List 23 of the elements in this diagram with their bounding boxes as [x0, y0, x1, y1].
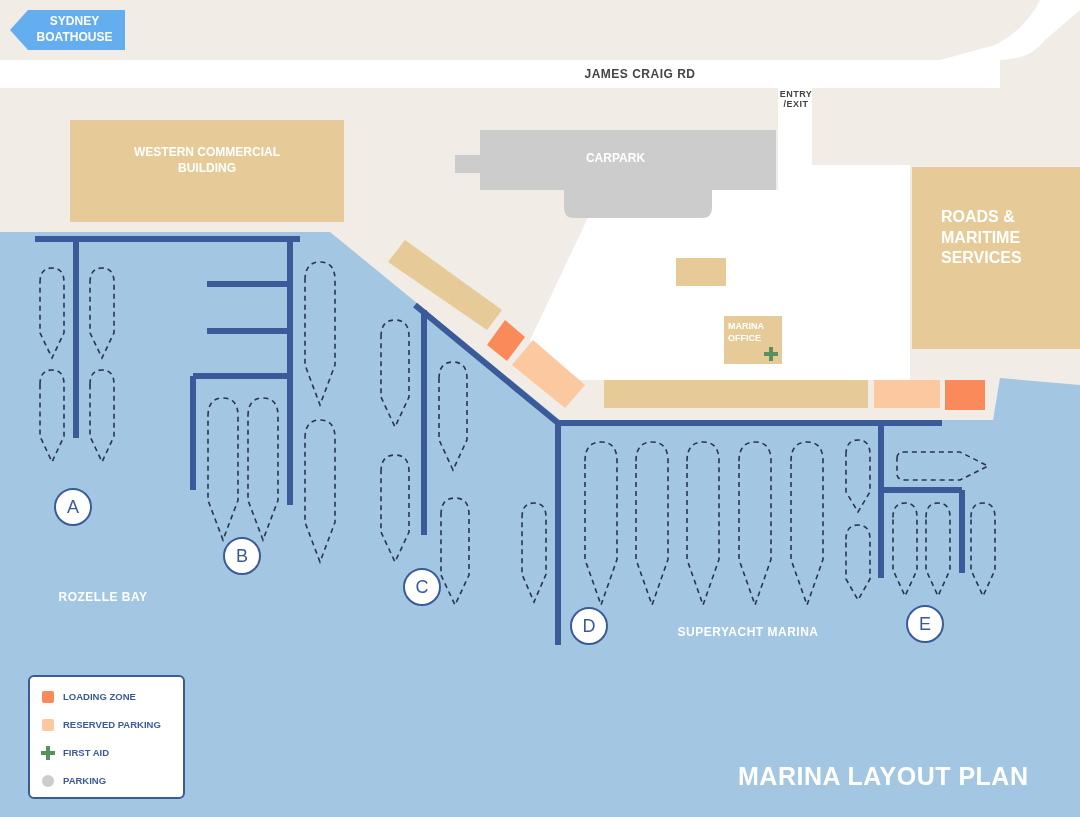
- legend-text: FIRST AID: [63, 746, 110, 760]
- bay-name: ROZELLE BAY: [58, 590, 148, 604]
- pier-marker: D: [570, 607, 608, 645]
- road-name: JAMES CRAIG RD: [584, 67, 696, 81]
- legend-text: RESERVED PARKING: [63, 718, 161, 732]
- building-name: WESTERN COMMERCIAL BUILDING: [133, 145, 281, 177]
- marina-name: SUPERYACHT MARINA: [677, 625, 819, 639]
- pier-marker: E: [906, 605, 944, 643]
- legend-text: LOADING ZONE: [63, 690, 136, 704]
- pier-marker: B: [223, 537, 261, 575]
- building-name: ROADS & MARITIME SERVICES: [941, 206, 1023, 269]
- carpark-area: [455, 130, 776, 218]
- building-name: MARINA OFFICE: [728, 321, 765, 345]
- direction-sign: [10, 10, 125, 50]
- commercial-building: [70, 120, 344, 222]
- office-building: [724, 316, 782, 364]
- sign-text: SYDNEY BOATHOUSE: [35, 14, 114, 46]
- entrance-label: ENTRY /EXIT: [778, 90, 814, 110]
- legend-text: PARKING: [63, 774, 107, 788]
- map-title: MARINA LAYOUT PLAN: [738, 762, 1029, 791]
- office-building: [912, 167, 1080, 349]
- pier-marker: A: [54, 488, 92, 526]
- pier-marker: C: [403, 568, 441, 606]
